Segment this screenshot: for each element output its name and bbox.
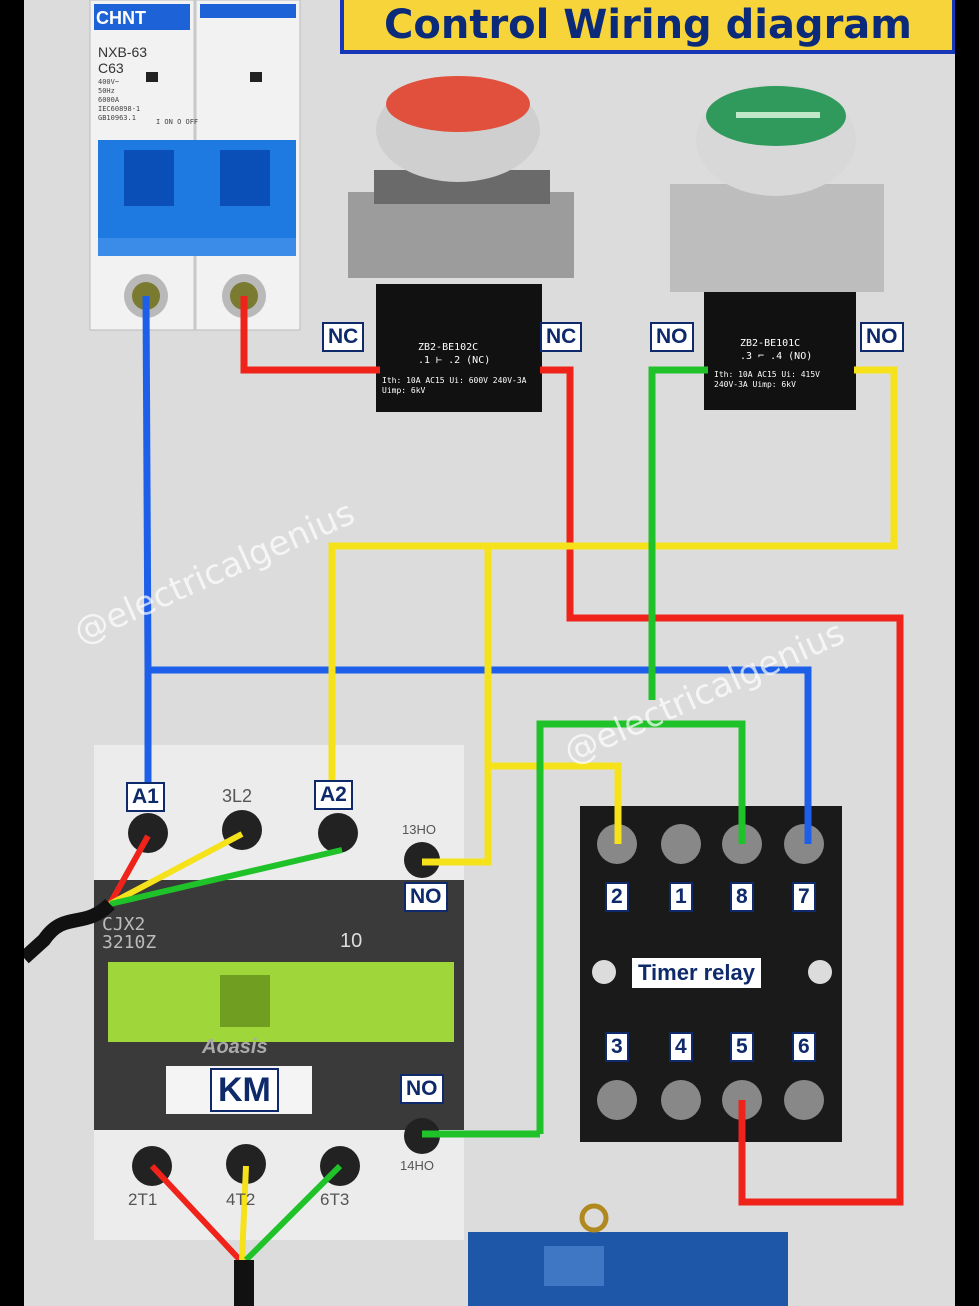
- mcb-spec: 400V~ 50Hz 6000A IEC60898-1 GB10963.1: [98, 78, 140, 123]
- contactor-a1-label: A1: [126, 782, 165, 812]
- contactor-number: 10: [340, 930, 363, 952]
- mcb-spec-line: 6000A: [98, 96, 120, 104]
- contactor-no-bottom-label: NO: [400, 1074, 444, 1104]
- wire-green-timer: [536, 720, 746, 1134]
- contactor-3l2-text: 3L2: [222, 786, 253, 806]
- wire-yellow-branch: [422, 546, 492, 866]
- start-button-contact: .3 ⌐ .4 (NO): [740, 351, 813, 362]
- start-no-right-label: NO: [860, 322, 904, 352]
- stop-nc-right-label: NC: [540, 322, 583, 352]
- diagram-title: Control Wiring diagram: [340, 0, 955, 54]
- mcb-spec-line: 50Hz: [98, 87, 115, 95]
- supply-cable: [24, 831, 343, 964]
- mcb-model: NXB-63: [98, 44, 148, 60]
- mcb-on-off: I ON O OFF: [156, 118, 199, 126]
- contactor-a2-label: A2: [314, 780, 353, 810]
- timer-pin-4: 4: [669, 1032, 693, 1062]
- wire-yellow-start: [328, 366, 898, 790]
- stop-button-contact: .1 ⊢ .2 (NC): [418, 355, 491, 366]
- start-no-left-label: NO: [650, 322, 694, 352]
- timer-pin-5: 5: [730, 1032, 754, 1062]
- contactor-km-label: KM: [210, 1068, 279, 1112]
- contactor-no-top-label: NO: [404, 882, 448, 912]
- timer-relay-base: [580, 806, 842, 1142]
- timer-pin-6: 6: [792, 1032, 816, 1062]
- wire-blue: [142, 295, 812, 844]
- wire-green-start: [648, 366, 708, 700]
- timer-pin-3: 3: [605, 1032, 629, 1062]
- stop-button-device: [348, 76, 574, 412]
- mcb-breaker: [89, 0, 301, 331]
- mcb-brand: CHNT: [96, 8, 146, 28]
- contactor-t2-text: 4T2: [226, 1190, 256, 1209]
- contactor-model: CJX2 3210Z: [102, 914, 157, 953]
- diagram-canvas: [24, 0, 904, 1306]
- timer-pin-8: 8: [730, 882, 754, 912]
- mcb-rating: C63: [98, 60, 124, 76]
- wire-yellow-timer: [488, 762, 622, 844]
- diagram-board: Control Wiring diagram: [24, 0, 955, 1306]
- stop-button-code: ZB2-BE102C: [418, 342, 479, 353]
- start-button-spec: Ith: 10A AC15 Ui: 415V 240V-3A Uimp: 6kV: [714, 370, 820, 389]
- timer-relay-label: Timer relay: [632, 958, 762, 988]
- start-button-device: [670, 84, 884, 410]
- mcb-spec-line: 400V~: [98, 78, 120, 86]
- wire-red-mcb-stop: [240, 296, 380, 374]
- mcb-spec-line: GB10963.1: [98, 114, 136, 122]
- timer-pin-1: 1: [669, 882, 693, 912]
- contactor-t1-text: 2T1: [128, 1190, 158, 1209]
- motor: [468, 1203, 788, 1306]
- mcb-spec-line: IEC60898-1: [98, 105, 141, 113]
- timer-pin-2: 2: [605, 882, 629, 912]
- motor-cable: [149, 1163, 343, 1306]
- contactor-t3-text: 6T3: [320, 1190, 350, 1209]
- timer-pin-7: 7: [792, 882, 816, 912]
- stop-button-cap: [386, 76, 530, 132]
- contactor-body: [94, 745, 464, 1240]
- contactor-13no-text: 13HO: [402, 822, 436, 837]
- start-button-code: ZB2-BE101C: [740, 338, 801, 349]
- contactor-14no-text: 14HO: [400, 1158, 434, 1173]
- stop-button-spec: Ith: 10A AC15 Ui: 600V 240V-3A Uimp: 6kV: [382, 376, 527, 395]
- contactor-brand: Aoasis: [202, 1036, 268, 1058]
- wire-red-stop-timer: [540, 366, 904, 1206]
- stop-nc-left-label: NC: [322, 322, 365, 352]
